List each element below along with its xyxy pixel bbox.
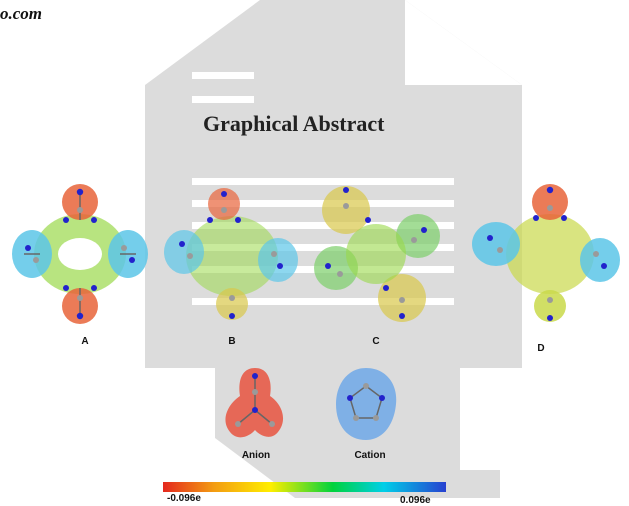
molecule-panel-a	[12, 184, 148, 324]
colorbar-min-label: -0.096e	[167, 493, 201, 504]
panel-label-b: B	[228, 336, 236, 347]
graphical-abstract-title: Graphical Abstract	[203, 111, 385, 136]
panel-label-a: A	[81, 336, 89, 347]
molecule-panel-c	[314, 186, 440, 322]
molecule-panel-d	[472, 184, 620, 322]
molecule-panel-b	[164, 188, 298, 320]
charge-colorbar	[163, 482, 446, 492]
cation-surface	[336, 368, 397, 440]
anion-label: Anion	[241, 450, 271, 461]
panel-label-c: C	[372, 336, 380, 347]
site-url-text: o.com	[0, 4, 43, 23]
anion-surface	[225, 368, 284, 438]
colorbar-max-label: 0.096e	[400, 495, 431, 506]
cation-label: Cation	[354, 450, 386, 461]
panel-label-d: D	[537, 343, 545, 354]
